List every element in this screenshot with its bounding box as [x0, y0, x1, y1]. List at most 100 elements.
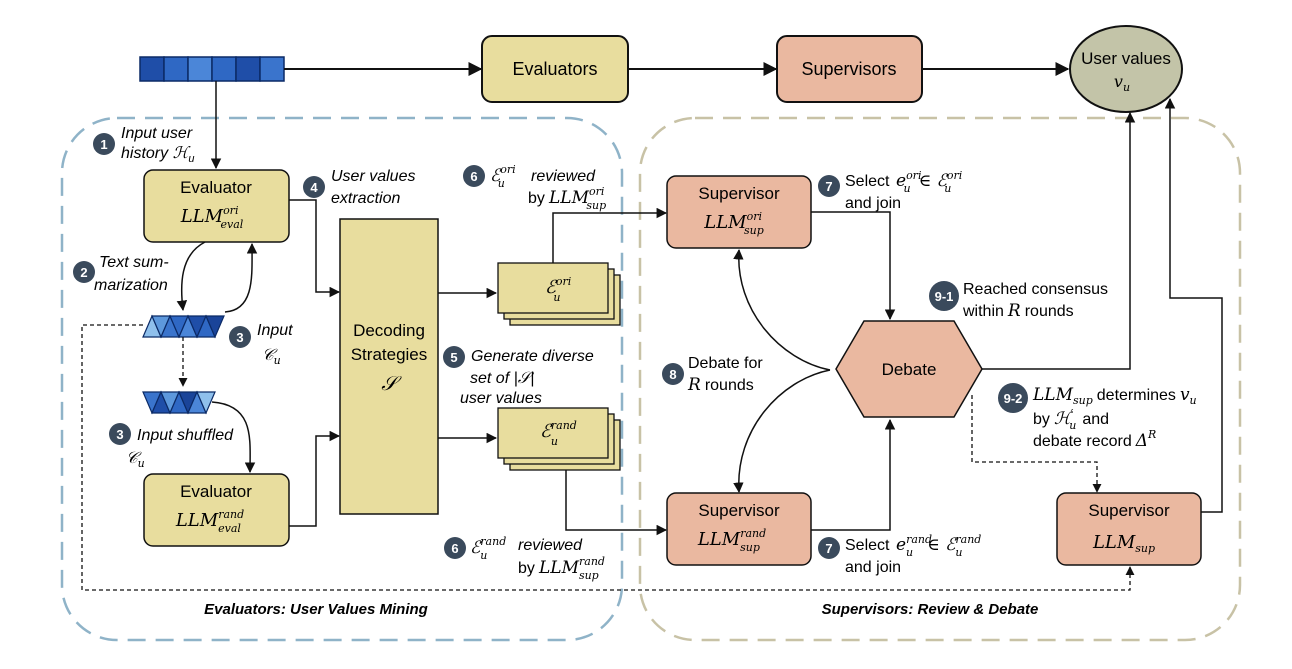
step6b-text: reviewed [518, 537, 583, 554]
svg-text:5: 5 [450, 350, 457, 365]
svg-text:3: 3 [116, 427, 123, 442]
supervisor-rand-box [666, 492, 812, 566]
evaluator-ori-box [143, 169, 290, 243]
step91-badge [929, 281, 959, 311]
supervisors-region [638, 116, 1242, 642]
svg-text:LLMsup: LLMsup [1092, 532, 1155, 555]
svg-text:Select: Select [845, 537, 890, 554]
step3-badge [229, 326, 251, 348]
svg-text:by: by [518, 560, 535, 577]
svg-text:Evaluator: Evaluator [180, 482, 252, 501]
svg-text:7: 7 [825, 541, 832, 556]
svg-text:vu: vu [1114, 72, 1130, 94]
supervisors-top-box [776, 35, 923, 103]
svg-text:2: 2 [80, 265, 87, 280]
svg-text:history ℋu: history ℋu [121, 145, 195, 165]
svg-text:6: 6 [451, 541, 458, 556]
svg-text:Select: Select [845, 173, 890, 190]
step6b-badge [444, 537, 466, 559]
evaluators-region-label: Evaluators: User Values Mining [204, 601, 428, 618]
svg-text:7: 7 [825, 179, 832, 194]
svg-text:1: 1 [100, 137, 107, 152]
svg-text:Supervisor: Supervisor [698, 184, 780, 203]
step4-line1: User values [331, 168, 415, 185]
shuffled-history-triangles [142, 390, 216, 415]
supervisor-ori-llm: LLM [703, 212, 747, 233]
candidate-stack-ori [497, 262, 621, 326]
svg-text:Debate: Debate [882, 360, 937, 379]
compressed-history-triangles [142, 314, 225, 339]
svg-text:8: 8 [669, 367, 676, 382]
step1-badge [93, 133, 115, 155]
evaluators-top-box [481, 35, 629, 103]
candidate-stack-rand [497, 407, 621, 471]
step7b-badge [818, 537, 840, 559]
svg-text:Strategies: Strategies [351, 345, 428, 364]
svg-text:Supervisor: Supervisor [1088, 501, 1170, 520]
step6a-text: reviewed [531, 168, 596, 185]
evaluator-rand-llm: LLM [175, 510, 219, 531]
step8-badge [662, 363, 684, 385]
user-values-label: User values [1081, 49, 1171, 68]
stack-rand-symbol: ℰ [540, 421, 553, 442]
svg-text:Supervisor: Supervisor [698, 501, 780, 520]
svg-text:6: 6 [470, 169, 477, 184]
step5-line1: Generate diverse [471, 348, 594, 365]
svg-text:𝒞u: 𝒞u [262, 345, 281, 367]
step5-badge [443, 346, 465, 368]
svg-text:𝒞u: 𝒞u [126, 448, 145, 470]
stack-ori-symbol: ℰ [545, 277, 558, 298]
svg-text:Debate for: Debate for [688, 355, 763, 372]
step4-line2: extraction [331, 190, 400, 207]
evaluators-region [60, 116, 624, 642]
svg-text:4: 4 [310, 180, 318, 195]
step1-line1: Input user [121, 125, 193, 142]
svg-text:Reached consensus: Reached consensus [963, 281, 1108, 298]
step1-line2: history ℋ [121, 145, 191, 162]
user-values-ellipse [1069, 25, 1183, 113]
step6a-badge [463, 165, 485, 187]
svg-text:3: 3 [236, 330, 243, 345]
step7a-badge [818, 175, 840, 197]
svg-text:Evaluator: Evaluator [180, 178, 252, 197]
step2-line1: Text sum- [99, 254, 169, 271]
step3b-badge [109, 423, 131, 445]
svg-text:by: by [528, 190, 545, 207]
evaluator-rand-box [143, 473, 290, 547]
svg-text:and join: and join [845, 559, 901, 576]
step92-badge [998, 383, 1028, 413]
evaluators-top-label: Evaluators [512, 59, 597, 79]
svg-text:9-2: 9-2 [1004, 391, 1023, 406]
input-history-bar [139, 56, 285, 82]
step3b-line1: Input shuffled [137, 427, 234, 444]
decoding-strategies-box [339, 218, 439, 515]
step5-line3: user values [460, 390, 542, 407]
svg-text:9-1: 9-1 [935, 289, 954, 304]
svg-text:and join: and join [845, 195, 901, 212]
svg-text:Decoding: Decoding [353, 321, 425, 340]
evaluator-ori-llm: LLM [180, 206, 224, 227]
supervisors-top-label: Supervisors [801, 59, 896, 79]
step2-line2: marization [94, 277, 168, 294]
supervisor-rand-llm: LLM [697, 529, 741, 550]
supervisor-final-llm: LLM [1092, 532, 1136, 553]
supervisors-region-label: Supervisors: Review & Debate [822, 601, 1039, 618]
user-values-symbol: v [1114, 72, 1123, 91]
step5-line2: set of |𝒮| [470, 370, 535, 387]
